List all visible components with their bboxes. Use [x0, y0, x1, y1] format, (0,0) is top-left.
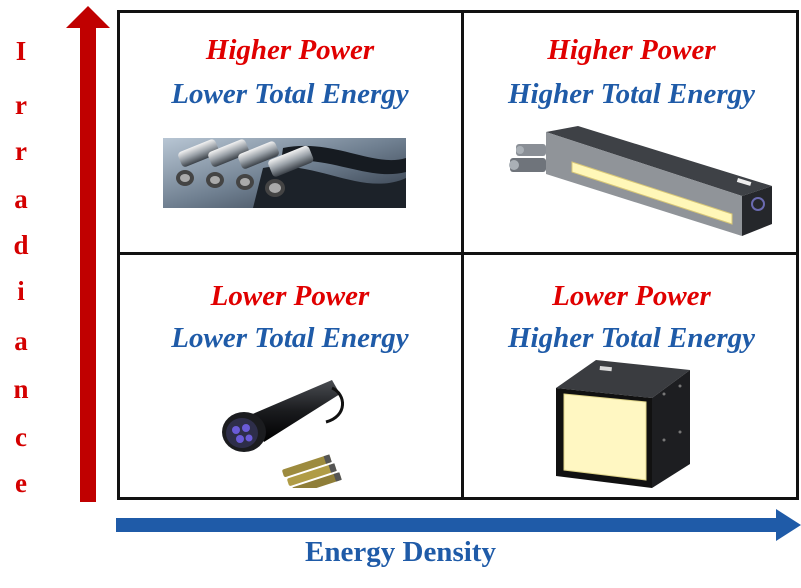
quadrant-grid [117, 10, 799, 500]
y-axis-letter: i [17, 276, 25, 306]
energy-label: Lower Total Energy [171, 78, 409, 110]
uv-led-flood-lamp-icon [556, 360, 690, 488]
y-axis-letter: a [14, 184, 28, 214]
y-axis-letter: I [15, 36, 27, 66]
y-axis-letter: r [15, 136, 27, 166]
power-label: Higher Power [547, 34, 716, 66]
y-axis-arrow [66, 6, 110, 502]
y-axis-letter: c [15, 422, 27, 452]
fiber-optic-light-guides-icon [163, 138, 406, 208]
power-label: Higher Power [205, 34, 375, 66]
x-axis-arrow [116, 509, 801, 541]
y-axis-letter: d [13, 230, 29, 260]
horizontal-divider [117, 252, 799, 255]
energy-label: Higher Total Energy [507, 322, 756, 354]
y-axis-letter: n [13, 374, 29, 404]
vertical-divider [461, 10, 464, 500]
energy-label: Lower Total Energy [171, 322, 409, 354]
x-axis-label: Energy Density [305, 536, 496, 568]
power-label: Lower Power [552, 280, 711, 312]
y-axis-letter: a [14, 326, 28, 356]
energy-label: Higher Total Energy [507, 78, 756, 110]
power-label: Lower Power [210, 280, 370, 312]
y-axis-letter: e [15, 468, 27, 498]
y-axis-letter: r [15, 90, 27, 120]
linear-uv-led-array-icon [509, 126, 772, 236]
uv-flashlight-with-batteries-icon [222, 380, 344, 488]
